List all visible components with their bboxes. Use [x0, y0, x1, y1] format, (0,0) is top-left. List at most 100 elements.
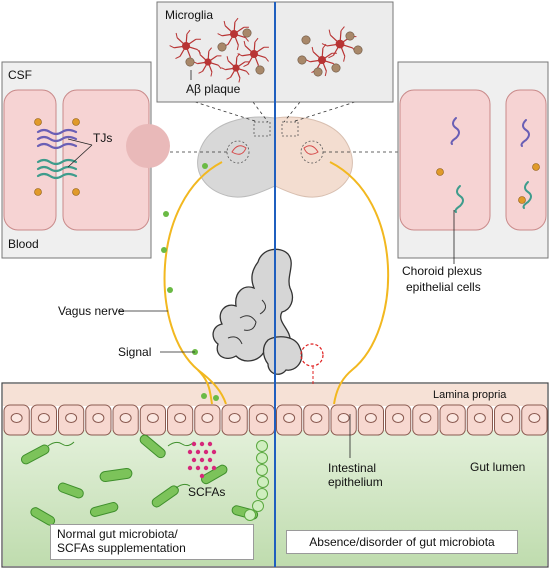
signal-label: Signal [118, 345, 151, 359]
intestinal-epithelium-cells [3, 404, 548, 436]
molecule-dot [72, 118, 80, 126]
microglia-branch [234, 17, 239, 23]
intestine-illustration [212, 248, 324, 384]
cell-nucleus [337, 413, 350, 423]
microglia-soma [335, 39, 345, 49]
choroid-cell-right [505, 89, 547, 231]
hippocampus-right [303, 145, 319, 155]
microglia-branch [238, 77, 241, 83]
cell-nucleus [528, 413, 541, 423]
microglia-branch [217, 33, 223, 37]
microglia-branch [265, 57, 269, 62]
vagus-nerves [163, 161, 390, 405]
molecule-dot [34, 118, 42, 126]
scfa-dot [199, 441, 205, 447]
scfa-dot [211, 465, 217, 471]
microglia-left-group [169, 17, 269, 83]
microglia-branch [217, 64, 222, 70]
microglia-branch [243, 63, 249, 67]
signal-dot [201, 393, 207, 399]
abeta-plaque [242, 28, 252, 38]
cell-nucleus [364, 413, 377, 423]
cell-nucleus [473, 413, 486, 423]
microglia-label: Microglia [165, 8, 213, 22]
cell-nucleus [310, 413, 323, 423]
flagellum [175, 483, 191, 489]
microglia-branch [223, 20, 226, 26]
microglia-soma [232, 64, 240, 72]
microglia-soma [204, 58, 212, 66]
chain-cell [244, 509, 256, 521]
pointer-line [194, 101, 259, 123]
tj-strand [36, 172, 78, 180]
abeta-plaque [353, 45, 363, 55]
dissociated-tjs [450, 117, 532, 213]
scfa-dot [211, 449, 217, 455]
gut-bacteria [20, 434, 259, 526]
bacterium [139, 434, 166, 459]
caption-right: Absence/disorder of gut microbiota [286, 530, 518, 554]
choroid-plexus-panel-right [397, 61, 549, 264]
microglia-branch [221, 67, 226, 71]
microglia-branch [324, 71, 327, 77]
vagus-nerve-label: Vagus nerve [58, 304, 125, 318]
flagellum [167, 441, 195, 447]
pointer-line [283, 101, 301, 123]
hippocampus-left [231, 145, 247, 155]
tjs-label: TJs [93, 131, 112, 145]
signal-dots [161, 163, 219, 401]
signal-dot [202, 163, 208, 169]
bacterium [89, 502, 119, 517]
molecule-dot [34, 188, 42, 196]
cell-nucleus [37, 413, 50, 423]
cell-nucleus [446, 413, 459, 423]
molecule-dot [72, 188, 80, 196]
microglia-branch [328, 29, 331, 36]
microglia-branch [210, 71, 213, 77]
microglia-branch [322, 43, 327, 49]
tjs-pointer [67, 144, 93, 168]
caption-right-text: Absence/disorder of gut microbiota [309, 535, 495, 549]
molecule-dot [436, 168, 444, 176]
microglia-cell [217, 17, 249, 51]
blood-label: Blood [8, 237, 39, 251]
microglia-branch [208, 47, 213, 52]
intestine-loop [262, 336, 303, 375]
cell-nucleus [201, 413, 214, 423]
signal-dot [213, 395, 219, 401]
microglia-branch [245, 37, 249, 42]
microglia-branch [175, 55, 181, 59]
microglia-branch [236, 53, 241, 58]
cell-nucleus [10, 413, 23, 423]
microglia-branch [198, 50, 201, 55]
microglia-branch [175, 32, 178, 38]
scfa-dot [199, 457, 205, 463]
cell-nucleus [146, 413, 159, 423]
caption-left-line1: Normal gut microbiota/ [57, 527, 178, 541]
microglia-branch [237, 53, 243, 57]
signal-dot [163, 211, 169, 217]
cell-nucleus [283, 413, 296, 423]
intestine-zoom-circle [300, 343, 324, 367]
cell-nucleus [92, 413, 105, 423]
tj-strand [36, 142, 78, 150]
microglia-branch [245, 70, 250, 76]
cell-nucleus [501, 413, 514, 423]
scfa-dot [199, 473, 205, 479]
bacterium [99, 467, 133, 483]
molecule-dot [532, 163, 540, 171]
abeta-plaque [297, 55, 307, 65]
choroid-label-line2: epithelial cells [406, 280, 481, 294]
microglia-branch [186, 29, 191, 35]
scfa-dot [191, 457, 197, 463]
scfa-dot [187, 465, 193, 471]
intestine-fold [239, 315, 257, 331]
intestine-fold [227, 336, 243, 345]
chain-cell [252, 500, 264, 512]
microglia-branch [226, 76, 231, 80]
tj-strand [36, 158, 78, 166]
chain-cell [256, 452, 268, 464]
scfa-dot [207, 457, 213, 463]
cell-nucleus [392, 413, 405, 423]
